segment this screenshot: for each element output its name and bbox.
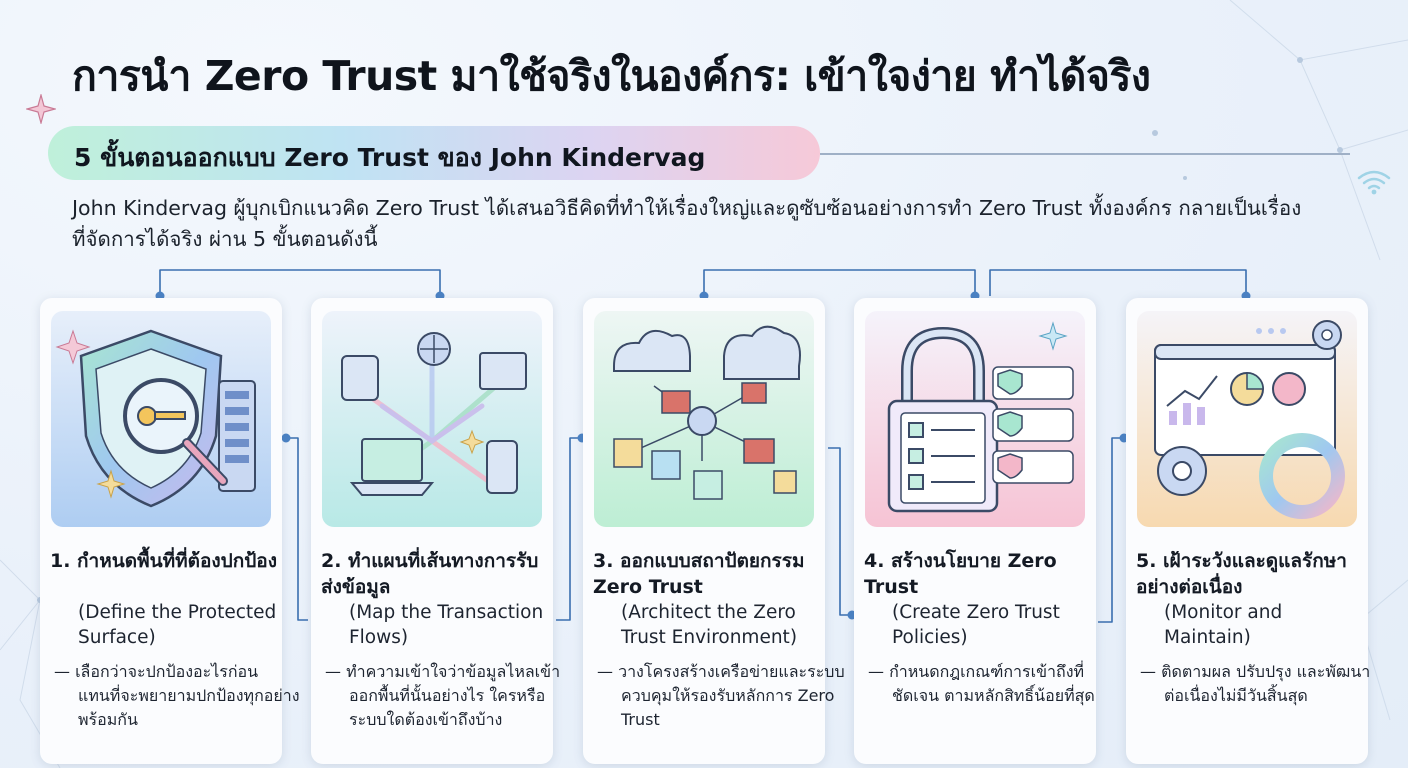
shield-magnifier-key-icon (51, 311, 271, 527)
data-flow-devices-icon (322, 311, 542, 527)
step-title: 5. เฝ้าระวังและดูแลรักษาอย่างต่อเนื่อง (1136, 550, 1347, 598)
padlock-checklist-icon (865, 311, 1085, 527)
step-title: 1. กำหนดพื้นที่ที่ต้องปกป้อง (50, 550, 277, 572)
step-card-5: 5. เฝ้าระวังและดูแลรักษาอย่างต่อเนื่อง (… (1126, 298, 1370, 764)
subtitle-pill (48, 126, 820, 180)
intro-text: John Kindervag ผู้บุกเบิกแนวคิด Zero Tru… (72, 196, 1302, 251)
step-english: (Create Zero Trust Policies) (892, 602, 1060, 648)
step-english: (Map the Transaction Flows) (349, 602, 544, 648)
page-title: การนำ Zero Trust มาใช้จริงในองค์กร: เข้า… (72, 52, 1151, 100)
sparkle-icon (26, 94, 56, 124)
wifi-icon (1357, 170, 1391, 195)
step-title: 4. สร้างนโยบาย Zero Trust (864, 550, 1057, 598)
step-title: 2. ทำแผนที่เส้นทางการรับส่งข้อมูล (321, 550, 539, 598)
network-architecture-icon (594, 311, 814, 527)
subtitle: 5 ขั้นตอนออกแบบ Zero Trust ของ John Kind… (74, 143, 706, 172)
step-description: — กำหนดกฎเกณฑ์การเข้าถึงที่ชัดเจน ตามหลั… (868, 662, 1095, 705)
step-description: — ทำความเข้าใจว่าข้อมูลไหลเข้าออกพื้นที่… (325, 662, 561, 729)
step-description: — เลือกว่าจะปกป้องอะไรก่อน แทนที่จะพยายา… (54, 662, 300, 729)
step-english: (Monitor and Maintain) (1164, 602, 1283, 648)
subtitle-divider (820, 153, 1350, 155)
step-title: 3. ออกแบบสถาปัตยกรรม Zero Trust (593, 550, 805, 598)
step-card-4: 4. สร้างนโยบาย Zero Trust (Create Zero T… (854, 298, 1096, 764)
step-description: — ติดตามผล ปรับปรุง และพัฒนาต่อเนื่องไม่… (1140, 662, 1371, 705)
step-english: (Define the Protected Surface) (78, 602, 277, 648)
step-english: (Architect the Zero Trust Environment) (621, 602, 798, 648)
dashboard-gears-cycle-icon (1137, 311, 1357, 527)
step-card-1: 1. กำหนดพื้นที่ที่ต้องปกป้อง (Define the… (40, 298, 300, 764)
step-description: — วางโครงสร้างเครือข่ายและระบบควบคุมให้ร… (597, 662, 845, 729)
step-card-2: 2. ทำแผนที่เส้นทางการรับส่งข้อมูล (Map t… (311, 298, 560, 764)
step-card-3: 3. ออกแบบสถาปัตยกรรม Zero Trust (Archite… (583, 298, 845, 764)
